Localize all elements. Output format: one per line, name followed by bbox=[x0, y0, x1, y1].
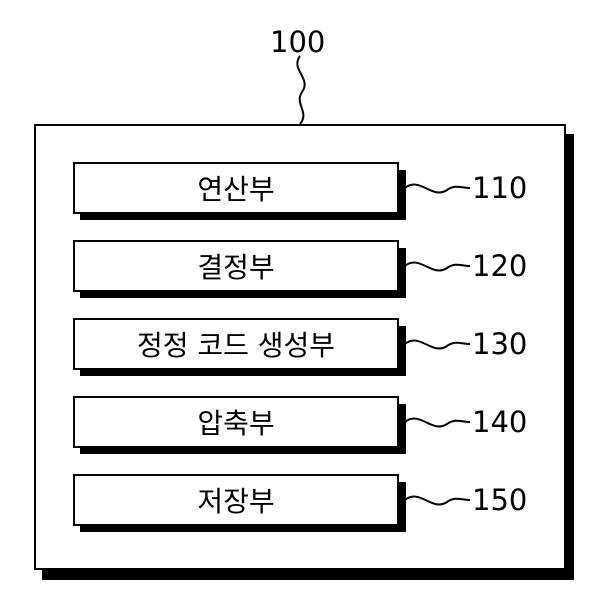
module-ref-label: 110 bbox=[472, 174, 527, 203]
module-ref-label: 130 bbox=[472, 330, 527, 359]
module-label: 압축부 bbox=[197, 402, 274, 442]
module-compute: 연산부 bbox=[73, 162, 399, 214]
module-correction-code: 정정 코드 생성부 bbox=[73, 318, 399, 370]
module-compression: 압축부 bbox=[73, 396, 399, 448]
module-ref-label: 120 bbox=[472, 252, 527, 281]
module-label: 저장부 bbox=[197, 480, 274, 520]
module-decision: 결정부 bbox=[73, 240, 399, 292]
module-label: 결정부 bbox=[197, 246, 274, 286]
device-ref-label: 100 bbox=[270, 28, 325, 57]
device-leader-line bbox=[297, 56, 304, 124]
module-ref-label: 150 bbox=[472, 486, 527, 515]
module-label: 연산부 bbox=[197, 168, 274, 208]
module-ref-label: 140 bbox=[472, 408, 527, 437]
module-label: 정정 코드 생성부 bbox=[137, 324, 335, 364]
module-storage: 저장부 bbox=[73, 474, 399, 526]
